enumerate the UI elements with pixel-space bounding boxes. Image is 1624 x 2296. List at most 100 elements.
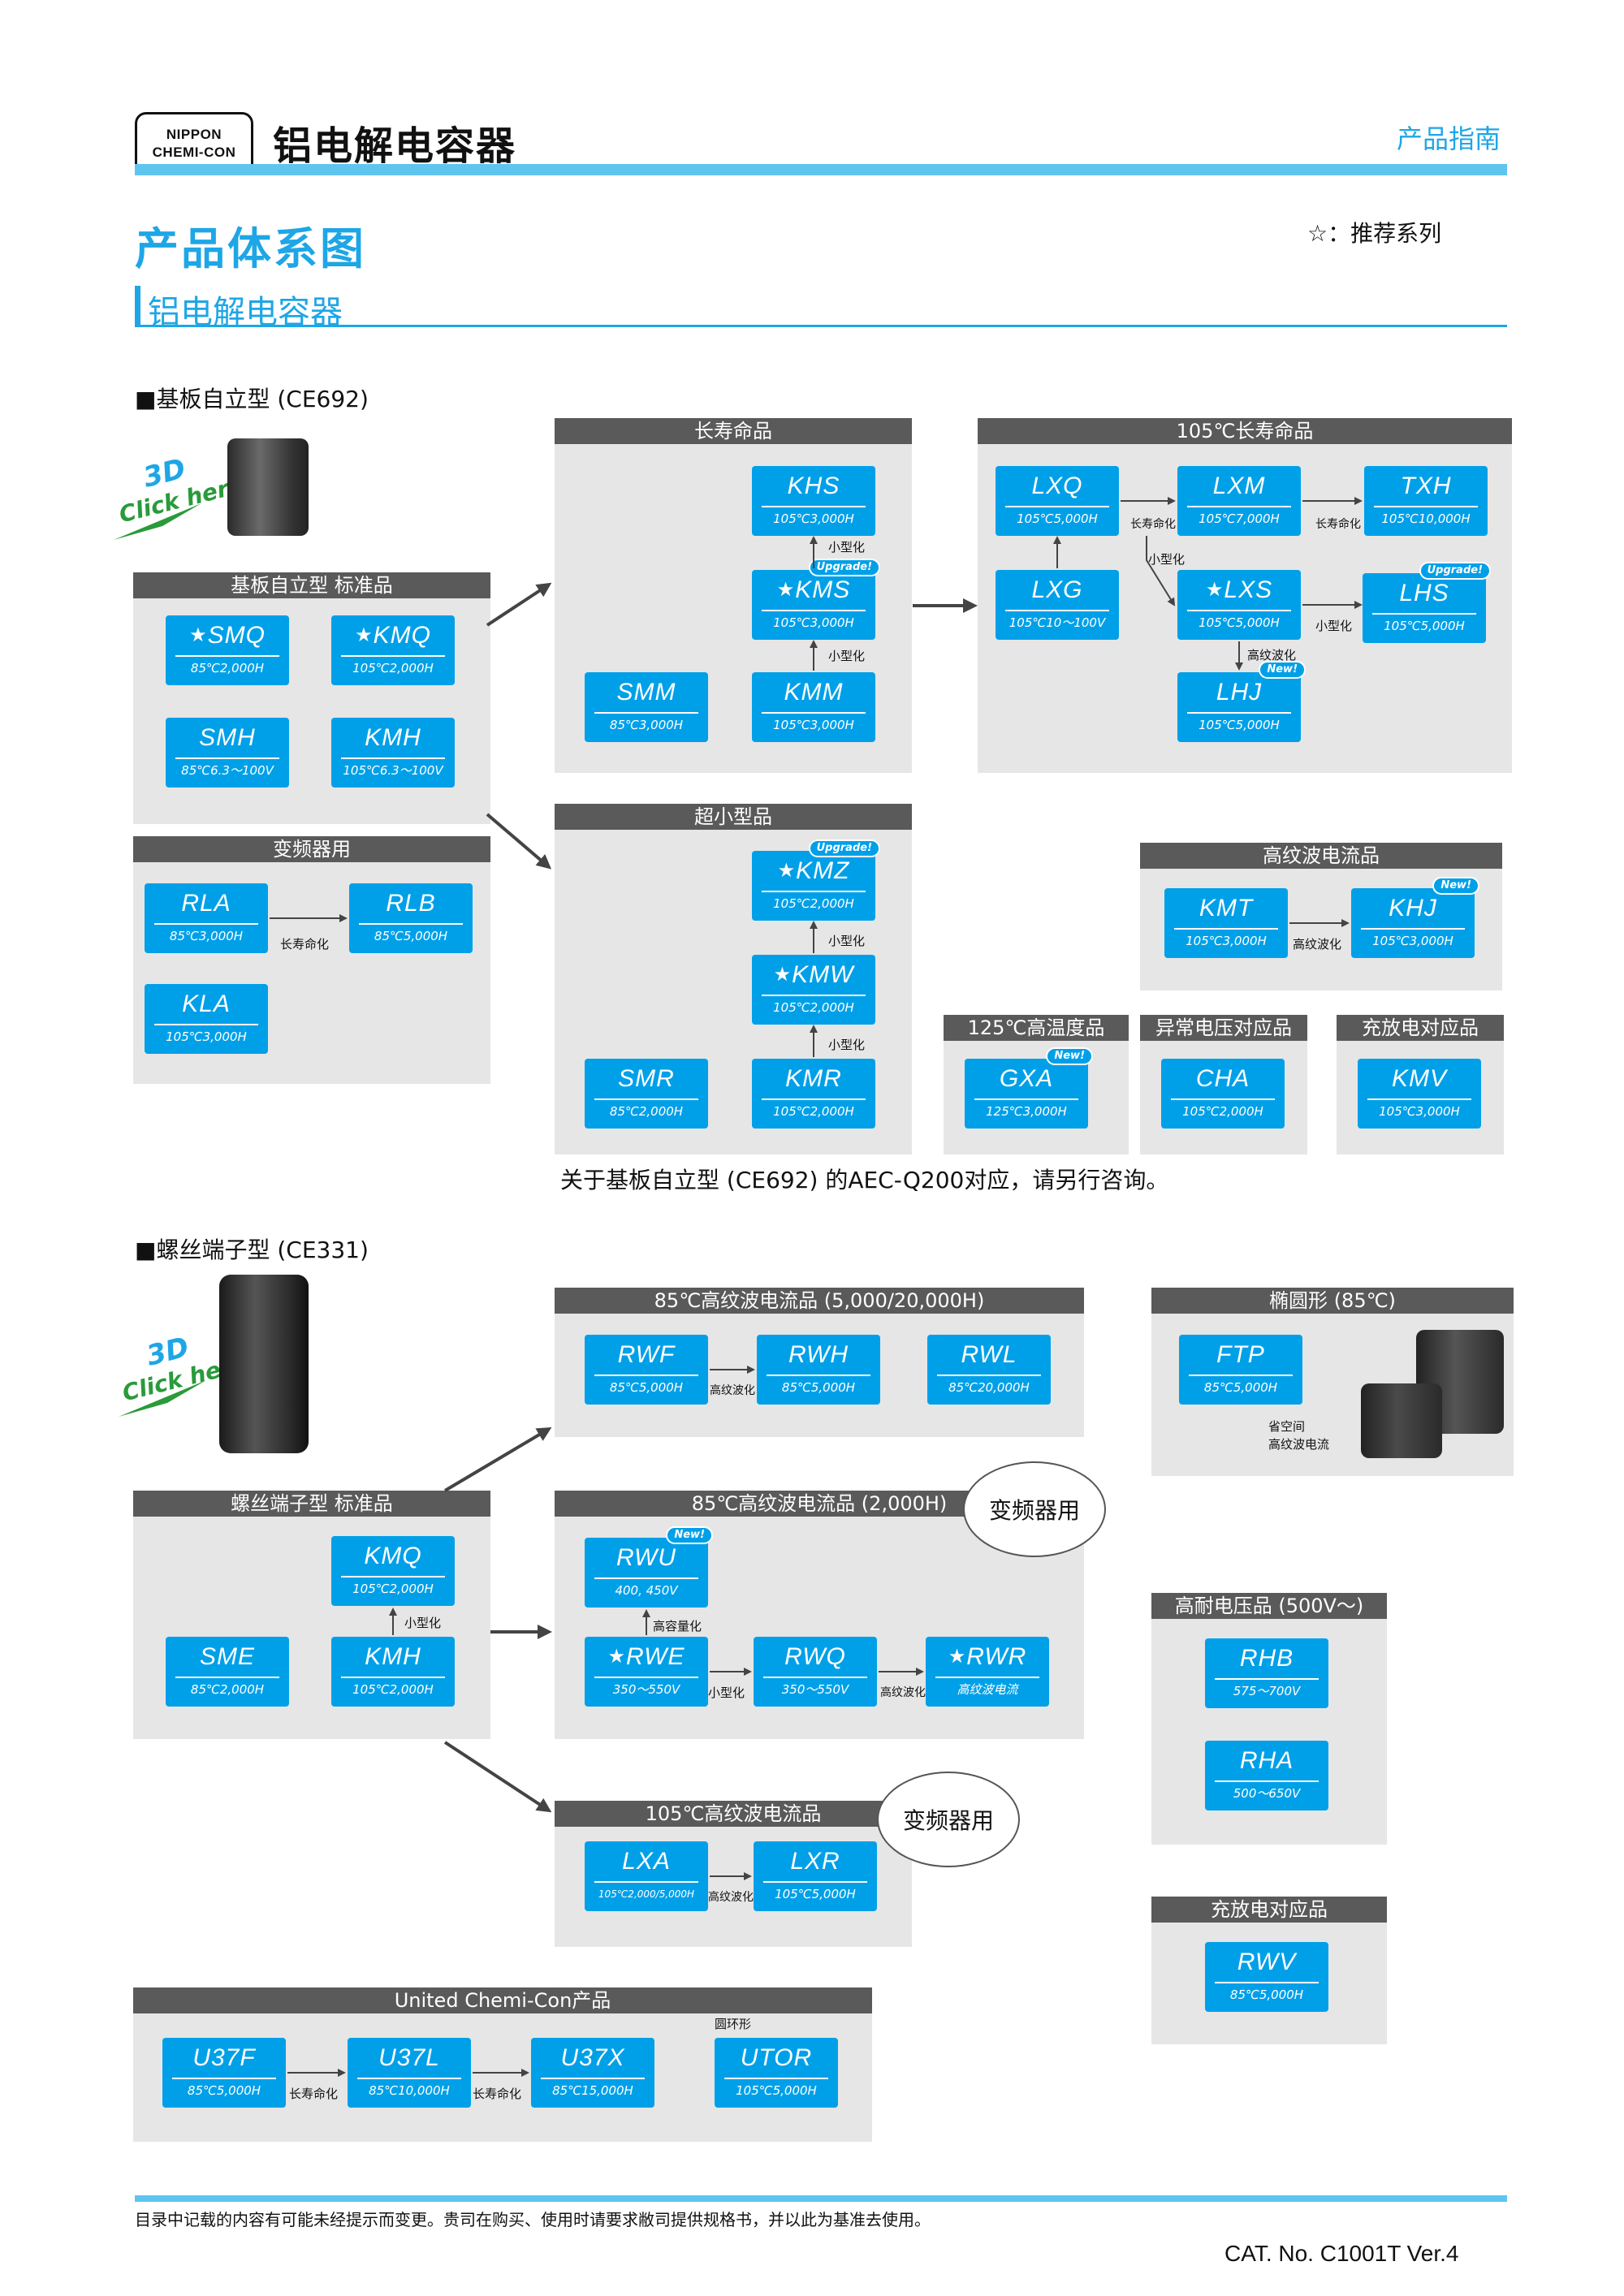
screw-capacitor-photo[interactable]	[219, 1275, 309, 1453]
new-badge: New!	[1046, 1047, 1093, 1065]
panel-header: 变频器用	[133, 836, 490, 862]
series-spec: 105℃2,000H	[1182, 1104, 1263, 1119]
series-spec: 85℃3,000H	[609, 718, 684, 732]
series-box-u37x[interactable]: U37X 85℃15,000H	[531, 2038, 654, 2108]
aec-q200-note: 关于基板自立型 (CE692) 的AEC-Q200对应，请另行咨询。	[560, 1167, 1169, 1193]
catalog-number: CAT. No. C1001T Ver.4	[1224, 2241, 1459, 2266]
snap-in-heading: ■基板自立型 (CE692)	[135, 386, 369, 412]
arrow-label: 高纹波化	[708, 1891, 754, 1904]
series-name: SMM	[616, 679, 676, 706]
series-name: KLA	[182, 990, 231, 1017]
arrow-label: 长寿命化	[289, 2087, 339, 2101]
series-name: KMR	[785, 1065, 842, 1092]
series-name: LXR	[790, 1848, 840, 1875]
series-name: U37X	[560, 2044, 625, 2071]
toroidal-label: 圆环形	[715, 2017, 752, 2031]
arrow-label: 小型化	[828, 540, 866, 555]
series-name: LHJ	[1216, 679, 1263, 706]
series-name: SMQ	[207, 622, 266, 649]
panel-header: 螺丝端子型 标准品	[133, 1491, 490, 1517]
series-name: KMT	[1199, 895, 1254, 921]
star-icon: ★	[948, 1646, 967, 1668]
series-name: SMR	[618, 1065, 675, 1092]
series-spec: 105℃2,000H	[773, 896, 854, 911]
series-spec: 85℃5,000H	[1203, 1380, 1278, 1395]
series-spec: 105℃10～100V	[1009, 615, 1106, 630]
new-badge: New!	[666, 1526, 713, 1544]
series-spec: 105℃7,000H	[1199, 511, 1280, 526]
series-name: RWH	[788, 1341, 849, 1368]
series-name: RLA	[181, 890, 231, 917]
series-name: KHJ	[1389, 895, 1437, 921]
series-spec: 高纹波电流	[957, 1682, 1018, 1697]
panel-header: 105℃高纹波电流品	[555, 1801, 912, 1827]
series-name: KMW	[792, 961, 854, 988]
arrow-label: 小型化	[828, 1038, 866, 1052]
footer-bar	[135, 2195, 1507, 2202]
panel-header: 高耐电压品 (500V～)	[1151, 1593, 1387, 1619]
series-spec: 85℃5,000H	[187, 2083, 261, 2098]
series-name: LXS	[1224, 576, 1273, 603]
series-name: KMS	[795, 576, 851, 603]
series-spec: 85℃15,000H	[552, 2083, 633, 2098]
series-spec: 105℃5,000H	[1199, 718, 1280, 732]
arrow-label: 小型化	[404, 1616, 442, 1630]
logo-line2: CHEMI-CON	[152, 145, 236, 160]
series-name: RWQ	[784, 1643, 846, 1670]
series-name: SMH	[199, 724, 256, 751]
green-arrow-icon	[114, 503, 201, 540]
panel-header: 125℃高温度品	[944, 1015, 1129, 1041]
arrow-label: 小型化	[708, 1685, 745, 1700]
snap-in-capacitor-photo[interactable]	[227, 438, 309, 536]
series-spec: 105℃6.3～100V	[343, 763, 443, 778]
series-name: LHS	[1399, 580, 1449, 606]
series-box-smm[interactable]: SMM 85℃3,000H	[585, 672, 708, 742]
series-name: KMM	[784, 679, 844, 706]
